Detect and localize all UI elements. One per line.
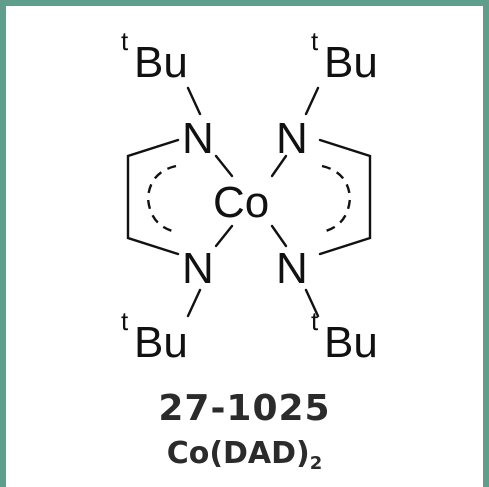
nitrogen-bottom-right: N	[276, 244, 308, 293]
catalog-number: 27-1025	[158, 388, 331, 429]
tbu-top-right: t Bu	[311, 26, 378, 87]
backbone-left	[126, 138, 180, 256]
tbu-label: Bu	[134, 38, 188, 87]
bond-n-co	[214, 154, 234, 178]
tbu-prefix: t	[121, 26, 129, 56]
nitrogen-bottom-left: N	[182, 244, 214, 293]
cobalt-atom: Co	[213, 178, 269, 227]
bond-n-co	[270, 224, 288, 248]
tbu-prefix: t	[311, 306, 319, 336]
formula-main: Co(DAD)	[166, 436, 310, 471]
tbu-label: Bu	[324, 38, 378, 87]
tbu-prefix: t	[121, 306, 129, 336]
tbu-prefix: t	[311, 26, 319, 56]
tbu-bottom-right: t Bu	[311, 306, 378, 367]
tbu-top-left: t Bu	[121, 26, 188, 87]
tbu-label: Bu	[324, 318, 378, 367]
bond-tbu-n	[304, 86, 320, 116]
nitrogen-top-left: N	[182, 114, 214, 163]
bond-tbu-n	[304, 288, 320, 318]
backbone-right	[318, 138, 372, 256]
bond-n-co	[270, 154, 288, 178]
bond-tbu-n	[186, 288, 202, 318]
bond-tbu-n	[186, 86, 202, 116]
delocalization-right	[321, 164, 352, 234]
formula-subscript: 2	[309, 453, 323, 474]
tbu-bottom-left: t Bu	[121, 306, 188, 367]
tbu-label: Bu	[134, 318, 188, 367]
delocalization-left	[146, 164, 177, 234]
bond-n-co	[214, 224, 234, 248]
nitrogen-top-right: N	[276, 114, 308, 163]
compound-formula: Co(DAD)2	[0, 436, 489, 474]
